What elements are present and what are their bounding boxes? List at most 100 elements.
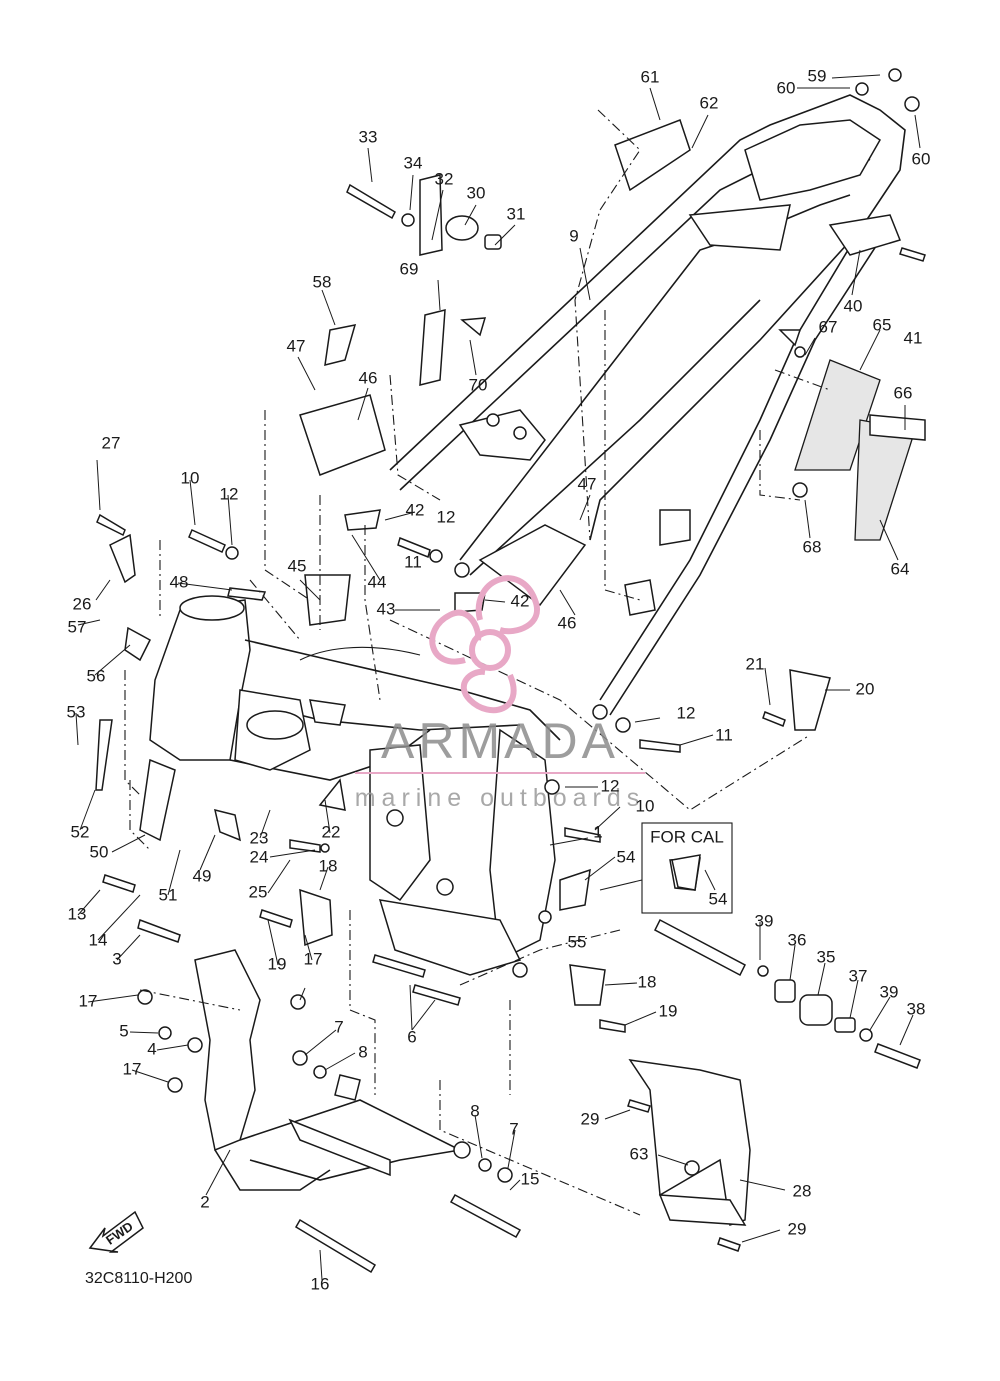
callout: 24 bbox=[250, 847, 269, 866]
main-frame bbox=[149, 595, 561, 978]
callout: 53 bbox=[67, 702, 86, 721]
callout: 7 bbox=[334, 1017, 343, 1036]
callout: 62 bbox=[700, 93, 719, 112]
callout: 63 bbox=[630, 1144, 649, 1163]
callout: 55 bbox=[568, 932, 587, 951]
callout: 3 bbox=[112, 949, 121, 968]
callout: 66 bbox=[894, 383, 913, 402]
rear-subframe bbox=[389, 94, 906, 720]
callout: 16 bbox=[311, 1274, 330, 1293]
callout: 2 bbox=[200, 1192, 209, 1211]
callout: 21 bbox=[746, 654, 765, 673]
armada-logo-mark bbox=[429, 575, 540, 714]
callout: 27 bbox=[102, 433, 121, 452]
callout: 23 bbox=[250, 828, 269, 847]
callout: 58 bbox=[313, 272, 332, 291]
callout: 47 bbox=[287, 336, 306, 355]
callout: 69 bbox=[400, 259, 419, 278]
callout: 59 bbox=[808, 66, 827, 85]
watermark-rule bbox=[355, 772, 645, 774]
callout: 65 bbox=[873, 315, 892, 334]
callout: 17 bbox=[79, 991, 98, 1010]
callout: 12 bbox=[677, 703, 696, 722]
callout: 43 bbox=[377, 599, 396, 618]
callout: 50 bbox=[90, 842, 109, 861]
callout: 29 bbox=[788, 1219, 807, 1238]
callout: 8 bbox=[470, 1101, 479, 1120]
callout: 46 bbox=[359, 368, 378, 387]
callout: 37 bbox=[849, 966, 868, 985]
callout: 42 bbox=[511, 591, 530, 610]
callout: 11 bbox=[715, 725, 733, 744]
callout: 17 bbox=[123, 1059, 142, 1078]
callout: 1 bbox=[593, 822, 602, 841]
callout: 5 bbox=[119, 1021, 128, 1040]
callout: 36 bbox=[788, 930, 807, 949]
callout: 32 bbox=[435, 169, 454, 188]
callout: 44 bbox=[368, 572, 387, 591]
callout: 42 bbox=[406, 500, 425, 519]
callout: 60 bbox=[912, 149, 931, 168]
callout: 15 bbox=[521, 1169, 540, 1188]
callout: 67 bbox=[819, 317, 838, 336]
armada-watermark: ARMADA marine outboards bbox=[355, 575, 646, 812]
callout: 56 bbox=[87, 666, 106, 685]
callout: 18 bbox=[638, 972, 657, 991]
callout: 4 bbox=[147, 1039, 156, 1058]
callout: 51 bbox=[159, 885, 178, 904]
watermark-tagline: marine outboards bbox=[355, 784, 646, 812]
callout: 18 bbox=[319, 856, 338, 875]
callout: 54 bbox=[709, 889, 728, 908]
bolts bbox=[96, 68, 926, 1274]
callout: 54 bbox=[617, 847, 636, 866]
callout: 35 bbox=[817, 947, 836, 966]
callout: 47 bbox=[578, 474, 597, 493]
callout: 8 bbox=[358, 1042, 367, 1061]
callout: 60 bbox=[777, 78, 796, 97]
callout: 19 bbox=[268, 954, 287, 973]
callout: 22 bbox=[322, 822, 341, 841]
callout: 12 bbox=[437, 507, 456, 526]
callout: 12 bbox=[601, 776, 620, 795]
callout: 31 bbox=[507, 204, 526, 223]
callout: 10 bbox=[181, 468, 200, 487]
callout: 13 bbox=[68, 904, 87, 923]
callout: 33 bbox=[359, 127, 378, 146]
callout: 12 bbox=[220, 484, 239, 503]
callout: 19 bbox=[659, 1001, 678, 1020]
callout: 39 bbox=[755, 911, 774, 930]
leader-lines bbox=[75, 74, 921, 1281]
callout: 48 bbox=[170, 572, 189, 591]
for-cal-label: FOR CAL bbox=[650, 827, 724, 846]
callout: 26 bbox=[73, 594, 92, 613]
callout: 10 bbox=[636, 796, 655, 815]
callout: 28 bbox=[793, 1181, 812, 1200]
callout: 45 bbox=[288, 556, 307, 575]
callout: 7 bbox=[509, 1119, 518, 1138]
callout: 25 bbox=[249, 882, 268, 901]
callout: 52 bbox=[71, 822, 90, 841]
callout: 14 bbox=[89, 930, 108, 949]
part-code-label: 32C8110-H200 bbox=[85, 1270, 192, 1287]
watermark-name: ARMADA bbox=[381, 713, 619, 769]
pivot-hardware bbox=[346, 174, 921, 1069]
callout: 6 bbox=[407, 1027, 416, 1046]
callout: 68 bbox=[803, 537, 822, 556]
callout: 30 bbox=[467, 183, 486, 202]
forward-arrow: FWD bbox=[88, 1210, 144, 1253]
callout-layer: 1 2 3 4 5 6 7 7 8 8 9 10 10 11 11 12 12 … bbox=[67, 66, 931, 1293]
callout: 57 bbox=[68, 617, 87, 636]
callout: 9 bbox=[569, 226, 578, 245]
callout: 11 bbox=[404, 552, 422, 571]
assembly-lines bbox=[124, 109, 831, 1216]
callout: 46 bbox=[558, 613, 577, 632]
callout: 64 bbox=[891, 559, 910, 578]
callout: 34 bbox=[404, 153, 423, 172]
side-bracket bbox=[628, 1059, 751, 1226]
callout: 29 bbox=[581, 1109, 600, 1128]
rear-fender-pieces bbox=[794, 359, 926, 541]
callout: 20 bbox=[856, 679, 875, 698]
callout: 49 bbox=[193, 866, 212, 885]
